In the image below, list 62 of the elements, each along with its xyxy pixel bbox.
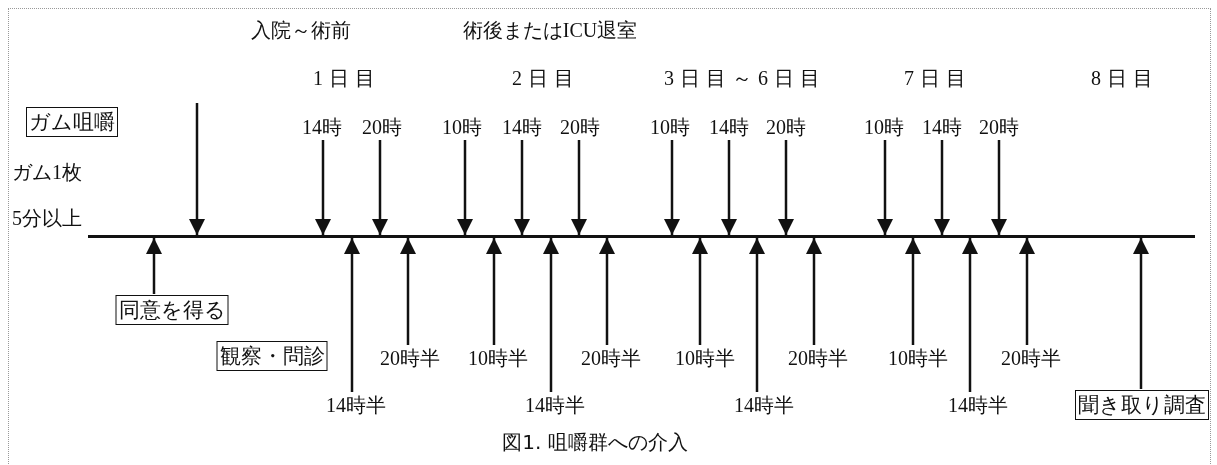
- time-label: 10時半: [468, 346, 528, 370]
- arrow: [934, 140, 950, 235]
- arrow: [749, 238, 765, 392]
- text-box: ガム咀嚼: [26, 107, 118, 137]
- arrow: [1019, 238, 1035, 345]
- text-box: 観察・問診: [216, 341, 328, 371]
- arrow: [486, 238, 502, 345]
- time-label: 20時半: [1001, 346, 1061, 370]
- arrow: [514, 140, 530, 235]
- arrow: [344, 238, 360, 392]
- arrow: [806, 238, 822, 345]
- arrow: [146, 238, 162, 294]
- arrow: [189, 103, 205, 235]
- text-label: 5分以上: [12, 206, 82, 230]
- time-label: 14時半: [326, 393, 386, 417]
- time-label: 14時半: [734, 393, 794, 417]
- time-label: 14時半: [948, 393, 1008, 417]
- arrow: [664, 140, 680, 235]
- time-label: 20時半: [581, 346, 641, 370]
- text-label: 入院～術前: [251, 18, 351, 42]
- time-label: 20時: [979, 115, 1019, 139]
- arrow: [721, 140, 737, 235]
- time-label: 10時半: [675, 346, 735, 370]
- text-label: ガム1枚: [12, 160, 82, 184]
- day-label: 2日目: [512, 66, 580, 90]
- arrow: [962, 238, 978, 392]
- arrow: [778, 140, 794, 235]
- time-label: 20時: [560, 115, 600, 139]
- time-label: 10時: [442, 115, 482, 139]
- arrow: [571, 140, 587, 235]
- time-label: 14時: [502, 115, 542, 139]
- day-label: 7日目: [904, 66, 972, 90]
- arrow: [543, 238, 559, 392]
- timeline: [88, 235, 1195, 238]
- time-label: 10時半: [888, 346, 948, 370]
- time-label: 10時: [864, 115, 904, 139]
- arrow: [991, 140, 1007, 235]
- time-label: 20時: [766, 115, 806, 139]
- day-label: 8日目: [1091, 66, 1159, 90]
- time-label: 14時: [709, 115, 749, 139]
- text-box: 聞き取り調査: [1075, 390, 1209, 420]
- arrow: [877, 140, 893, 235]
- time-label: 10時: [650, 115, 690, 139]
- arrow: [692, 238, 708, 345]
- arrow: [905, 238, 921, 345]
- arrow: [599, 238, 615, 345]
- day-label: 3日目～6日目: [664, 66, 826, 90]
- caption: 図1. 咀嚼群への介入: [502, 430, 688, 454]
- arrow: [1133, 238, 1149, 389]
- time-label: 20時: [362, 115, 402, 139]
- arrow: [400, 238, 416, 345]
- text-box: 同意を得る: [115, 295, 229, 325]
- time-label: 14時: [302, 115, 342, 139]
- time-label: 14時: [922, 115, 962, 139]
- day-label: 1日目: [313, 66, 381, 90]
- time-label: 20時半: [788, 346, 848, 370]
- time-label: 14時半: [525, 393, 585, 417]
- arrow: [457, 140, 473, 235]
- arrow: [315, 140, 331, 235]
- text-label: 術後またはICU退室: [462, 18, 638, 42]
- arrow: [372, 140, 388, 235]
- time-label: 20時半: [380, 346, 440, 370]
